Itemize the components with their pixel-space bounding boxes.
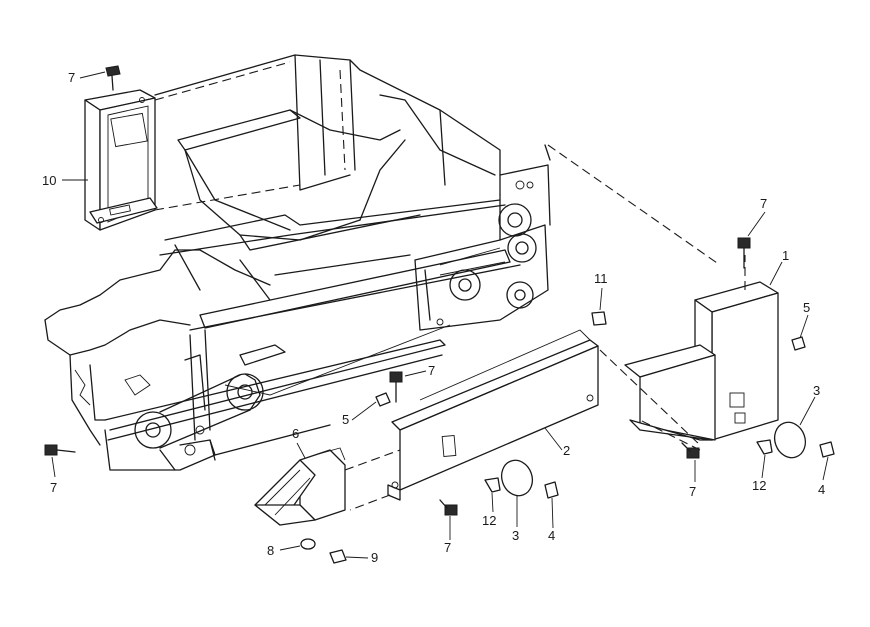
callout-7-left: 7 xyxy=(50,480,57,495)
callout-1: 1 xyxy=(782,248,789,263)
bolt-set xyxy=(44,65,751,516)
bolt-7-topright xyxy=(737,237,751,269)
washer-8 xyxy=(300,538,316,550)
frame-structure xyxy=(44,54,721,471)
callout-4-right: 4 xyxy=(818,482,825,497)
callout-5-center: 5 xyxy=(342,412,349,427)
callout-3-center: 3 xyxy=(512,528,519,543)
knob-4-right xyxy=(819,441,835,458)
callout-7-right: 7 xyxy=(689,484,696,499)
callout-2: 2 xyxy=(563,443,570,458)
disc-3-center xyxy=(500,459,534,497)
clip-12-center xyxy=(484,477,501,493)
callout-5-right: 5 xyxy=(803,300,810,315)
part-10-bracket xyxy=(84,61,301,231)
callout-3-right: 3 xyxy=(813,383,820,398)
callout-7-bottom: 7 xyxy=(444,540,451,555)
bolt-7-left xyxy=(44,444,76,456)
knob-4-center xyxy=(544,481,559,499)
callout-12-center: 12 xyxy=(482,513,496,528)
part-1-cover xyxy=(624,255,779,451)
callout-11: 11 xyxy=(594,271,608,286)
part-2-side-cover xyxy=(349,329,701,511)
callout-labels: 7 10 1 7 5 3 4 12 7 11 7 5 2 6 7 12 3 4 … xyxy=(42,70,825,565)
callout-9: 9 xyxy=(371,550,378,565)
nut-9 xyxy=(329,549,347,564)
nut-5-right xyxy=(791,336,806,351)
callout-10: 10 xyxy=(42,173,56,188)
bolt-7-bottom xyxy=(439,499,458,516)
bolt-7-topleft xyxy=(105,65,121,91)
callout-8: 8 xyxy=(267,543,274,558)
callout-7-center: 7 xyxy=(428,363,435,378)
callout-4-center: 4 xyxy=(548,528,555,543)
callout-6: 6 xyxy=(292,426,299,441)
callout-7-topright: 7 xyxy=(760,196,767,211)
clip-12-right xyxy=(756,439,773,455)
disc-3-right xyxy=(773,421,807,459)
clip-11 xyxy=(591,311,607,326)
callout-7-topleft: 7 xyxy=(68,70,75,85)
callout-12-right: 12 xyxy=(752,478,766,493)
leader-lines xyxy=(51,71,829,559)
part-6-chute xyxy=(254,447,401,526)
bolt-7-right xyxy=(681,442,700,459)
bolt-7-center xyxy=(389,371,403,403)
nut-5-center xyxy=(375,392,391,407)
hardware-misc xyxy=(300,311,835,564)
